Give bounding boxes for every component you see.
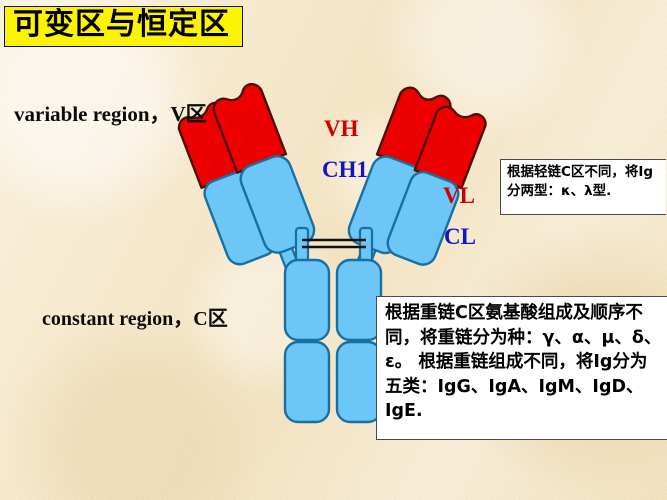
- vh-label: VH: [324, 116, 359, 141]
- cl-label: CL: [444, 224, 476, 249]
- light-chain-right: [386, 105, 487, 266]
- vh-domain-left: [212, 83, 288, 174]
- ch1-label: CH1: [322, 157, 368, 182]
- heavy-chain-callout: 根据重链C区氨基酸组成及顺序不同，将重链分为种：γ、α、μ、δ、ε。 根据重链组…: [376, 296, 667, 440]
- ch2-domain-right: [335, 258, 383, 342]
- cl-domain-right: [386, 170, 460, 266]
- ch3-domain-right: [335, 340, 383, 424]
- vl-domain-right: [413, 105, 487, 190]
- constant-region-label: constant region，C区: [42, 308, 228, 330]
- ch3-domain-left: [283, 340, 331, 424]
- light-chain-callout: 根据轻链C区不同，将Ig分两型：κ、λ型.: [500, 159, 666, 215]
- ch2-domain-left: [283, 258, 331, 342]
- variable-region-label: variable region，V区: [14, 102, 207, 126]
- page-title: 可变区与恒定区: [4, 6, 243, 47]
- vl-label: VL: [443, 183, 475, 208]
